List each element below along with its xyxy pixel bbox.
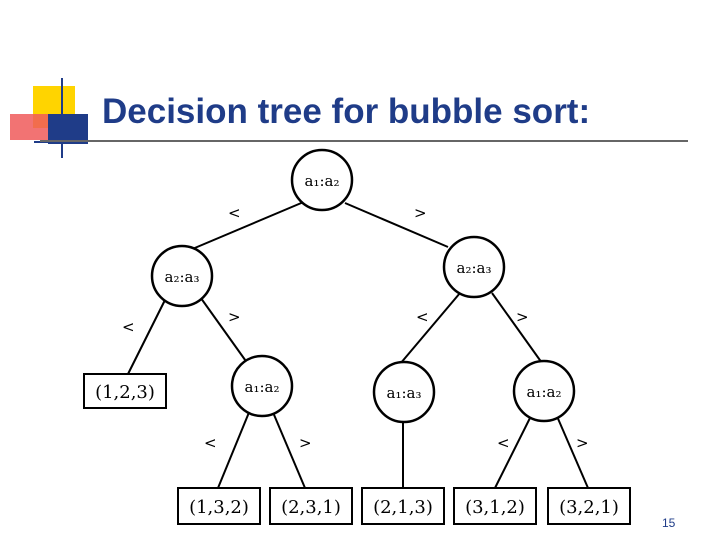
edge-label-leftright-less: < [204,434,217,452]
edge-right-rightleft [399,292,461,365]
node-label: a₁:a₂ [527,383,562,401]
tree-node: a₁:a₂ [230,354,294,418]
tree-leaf: (3,2,1) [547,487,631,525]
tree-node: a₂:a₃ [150,244,214,308]
tree-node: a₁:a₃ [372,360,436,424]
leaf-label: (1,2,3) [95,382,155,403]
edge-label-rightright-less: < [497,434,510,452]
tree-leaf: (3,1,2) [453,487,537,525]
node-circle [512,359,576,423]
leaf-label: (3,1,2) [465,497,525,518]
node-label: a₁:a₃ [387,384,422,402]
tree-leaf: (1,2,3) [83,373,167,409]
tree-edges [127,200,589,489]
edge-label-rightright-greater: > [576,434,589,452]
edge-label-leftright-greater: > [299,434,312,452]
edge-label-right-greater: > [516,308,529,326]
edge-leftright-leaf-132 [217,409,251,489]
edge-label-root-greater: > [414,204,427,222]
edge-root-right [344,202,449,248]
edge-label-root-less: < [228,204,241,222]
tree-leaf: (1,3,2) [177,487,261,525]
node-circle [150,244,214,308]
node-label: a₂:a₃ [457,259,492,277]
tree-leaf: (2,3,1) [269,487,353,525]
logo-blue-square [48,114,88,144]
page-number: 15 [662,516,676,530]
leaf-label: (1,3,2) [189,497,249,518]
node-label: a₁:a₂ [245,378,280,396]
leaf-label: (2,3,1) [281,497,341,518]
edge-rightright-leaf-312 [494,413,533,489]
page-title: Decision tree for bubble sort: [102,92,591,131]
leaf-box [83,373,167,409]
leaf-box [361,487,445,525]
edge-right-rightright [491,292,543,364]
edge-rightright-leaf-321 [555,413,589,489]
leaf-label: (2,1,3) [373,497,433,518]
slide-logo-icon [10,78,88,158]
edge-left-leftright [197,293,249,365]
leaf-box [177,487,261,525]
edge-label-left-greater: > [228,308,241,326]
tree-node: a₁:a₂ [512,359,576,423]
edge-root-left [189,200,307,251]
tree-node: a₁:a₂ [290,148,354,212]
leaf-box [453,487,537,525]
tree-leaf: (2,1,3) [361,487,445,525]
leaf-box [547,487,631,525]
node-circle [290,148,354,212]
node-circle [230,354,294,418]
edge-label-right-less: < [416,308,429,326]
tree-node: a₂:a₃ [442,235,506,299]
node-circle [372,360,436,424]
node-label: a₁:a₂ [305,172,340,190]
edge-leftright-leaf-231 [271,409,306,489]
edge-left-leaf-123 [127,291,170,375]
node-circle [442,235,506,299]
leaf-box [269,487,353,525]
title-divider [40,140,688,142]
node-label: a₂:a₃ [165,268,200,286]
edge-label-left-less: < [122,318,135,336]
leaf-label: (3,2,1) [559,497,619,518]
